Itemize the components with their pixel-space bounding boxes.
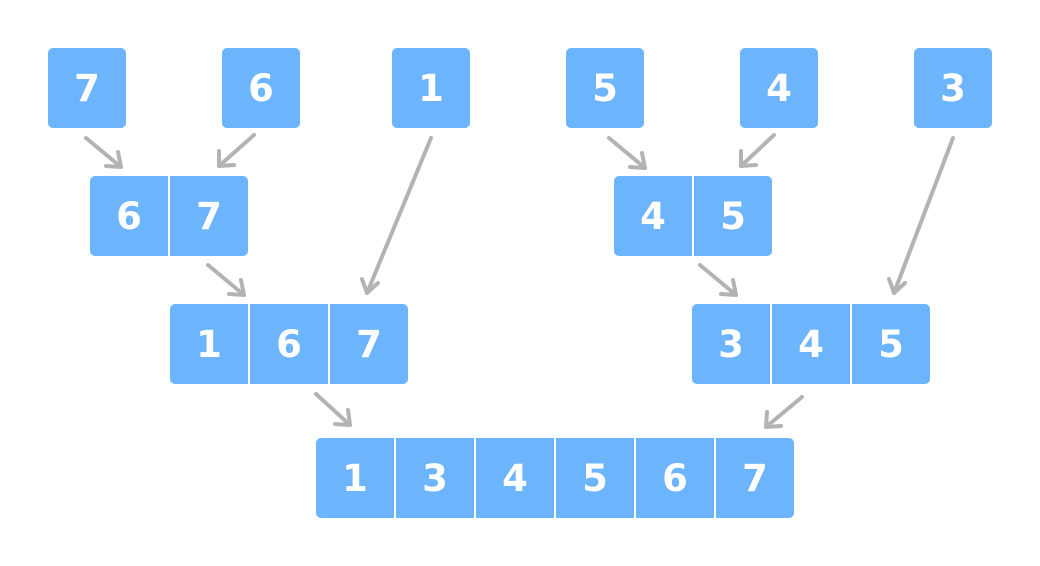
array-cell: 5 <box>692 176 772 256</box>
merged-triple-right: 3 4 5 <box>692 304 930 384</box>
arrow-triple-left-to-final <box>314 392 352 427</box>
array-cell: 1 <box>316 438 394 518</box>
array-cell: 4 <box>740 48 818 128</box>
array-cell: 4 <box>770 304 850 384</box>
leaf-box-3: 1 <box>392 48 470 128</box>
merged-triple-left: 1 6 7 <box>170 304 408 384</box>
arrow-6-to-pair <box>217 133 256 168</box>
merged-pair-right: 4 5 <box>614 176 772 256</box>
leaf-box-5: 4 <box>740 48 818 128</box>
leaf-box-2: 6 <box>222 48 300 128</box>
array-cell: 4 <box>474 438 554 518</box>
array-cell: 5 <box>566 48 644 128</box>
array-cell: 7 <box>328 304 408 384</box>
array-cell: 3 <box>394 438 474 518</box>
array-cell: 1 <box>392 48 470 128</box>
merged-pair-left: 6 7 <box>90 176 248 256</box>
leaf-box-6: 3 <box>914 48 992 128</box>
leaf-box-1: 7 <box>48 48 126 128</box>
arrow-triple-right-to-final <box>764 395 804 429</box>
array-cell: 4 <box>614 176 692 256</box>
arrow-4-to-pair <box>739 133 776 168</box>
array-cell: 7 <box>48 48 126 128</box>
arrow-pair-to-triple-right <box>698 263 738 297</box>
array-cell: 6 <box>90 176 168 256</box>
array-cell: 6 <box>248 304 328 384</box>
leaf-box-4: 5 <box>566 48 644 128</box>
merged-final-array: 1 3 4 5 6 7 <box>316 438 794 518</box>
array-cell: 6 <box>222 48 300 128</box>
array-cell: 5 <box>554 438 634 518</box>
array-cell: 5 <box>850 304 930 384</box>
array-cell: 3 <box>914 48 992 128</box>
array-cell: 6 <box>634 438 714 518</box>
array-cell: 7 <box>714 438 794 518</box>
arrow-1-to-triple-left <box>360 136 433 295</box>
arrow-3-to-triple-right <box>887 136 955 295</box>
array-cell: 1 <box>170 304 248 384</box>
arrow-pair-to-triple-left <box>206 263 246 297</box>
arrow-5-to-pair <box>607 136 647 170</box>
array-cell: 7 <box>168 176 248 256</box>
arrow-7-to-pair <box>84 136 123 169</box>
array-cell: 3 <box>692 304 770 384</box>
